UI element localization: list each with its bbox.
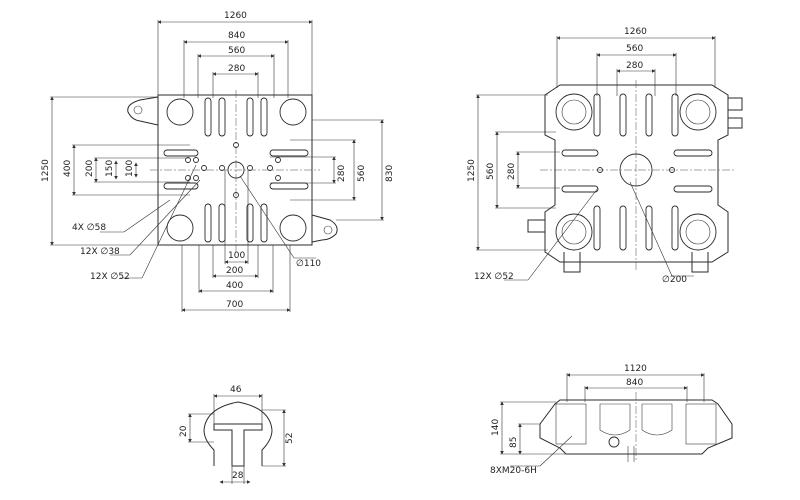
left-dim-left-4: 100 xyxy=(125,160,135,177)
left-vertical-slots xyxy=(204,97,268,243)
left-small-holes xyxy=(185,142,281,198)
slot-dim-0: 46 xyxy=(230,385,242,395)
left-callout-0: 4X ∅58 xyxy=(72,223,106,233)
left-callout-3: ∅110 xyxy=(296,259,321,269)
side-dim-3: 85 xyxy=(509,437,519,448)
right-corner-bosses xyxy=(555,93,717,251)
left-callout-2: 12X ∅52 xyxy=(90,272,130,282)
right-side-dims-left-view: 280 560 830 xyxy=(270,119,395,221)
left-dim-top-0: 1260 xyxy=(224,11,247,21)
right-dim-left-2: 280 xyxy=(507,163,517,180)
right-left-dims: 1250 560 280 xyxy=(467,94,560,251)
left-callouts: 4X ∅58 12X ∅38 12X ∅52 ∅110 xyxy=(72,164,321,282)
right-dim-left-0: 1250 xyxy=(467,159,477,182)
left-dim-top-2: 560 xyxy=(228,46,245,56)
slot-dim-3: 28 xyxy=(232,471,244,481)
left-dim-left-1: 400 xyxy=(63,160,73,177)
left-dim-left-3: 150 xyxy=(105,160,115,177)
right-dim-top-2: 280 xyxy=(626,61,643,71)
right-dim-left-1: 560 xyxy=(486,163,496,180)
left-dim-top-1: 840 xyxy=(228,31,245,41)
left-dim-right-1: 560 xyxy=(357,165,367,182)
slot-detail-view: 46 20 52 28 xyxy=(179,385,295,484)
left-top-dims: 1260 840 560 280 xyxy=(157,11,313,98)
side-view: 1120 840 140 85 8XM20-6H xyxy=(490,364,733,476)
side-dim-2: 140 xyxy=(491,419,501,436)
right-dim-top-1: 560 xyxy=(626,44,643,54)
left-dim-bottom-3: 700 xyxy=(226,300,243,310)
right-platen-view: 1260 560 280 1250 560 280 xyxy=(467,27,743,285)
left-dim-bottom-2: 400 xyxy=(226,281,243,291)
left-callout-1: 12X ∅38 xyxy=(80,247,120,257)
left-dim-bottom-0: 100 xyxy=(228,251,245,261)
left-dim-left-2: 200 xyxy=(85,160,95,177)
left-dim-right-2: 830 xyxy=(385,165,395,182)
slot-dim-2: 52 xyxy=(285,433,295,444)
side-dim-0: 1120 xyxy=(624,364,647,374)
left-dim-right-0: 280 xyxy=(337,165,347,182)
left-side-dims: 1250 400 200 150 100 xyxy=(41,96,190,246)
side-dim-1: 840 xyxy=(626,378,643,388)
right-callouts: 12X ∅52 ∅200 xyxy=(474,181,694,285)
right-callout-1: ∅200 xyxy=(662,275,687,285)
left-dim-top-3: 280 xyxy=(228,64,245,74)
left-dim-left-0: 1250 xyxy=(41,159,51,182)
right-callout-0: 12X ∅52 xyxy=(474,272,514,282)
side-callout-0: 8XM20-6H xyxy=(490,466,537,476)
right-slots xyxy=(561,93,713,251)
left-bottom-dims: 100 200 400 700 xyxy=(181,170,291,312)
slot-dim-1: 20 xyxy=(179,425,189,437)
left-horizontal-slots xyxy=(163,149,309,190)
right-top-dims: 1260 560 280 xyxy=(556,27,716,96)
left-platen-view: 1260 840 560 280 100 200 xyxy=(41,11,395,312)
left-dim-bottom-1: 200 xyxy=(226,266,243,276)
right-dim-top-0: 1260 xyxy=(624,27,647,37)
